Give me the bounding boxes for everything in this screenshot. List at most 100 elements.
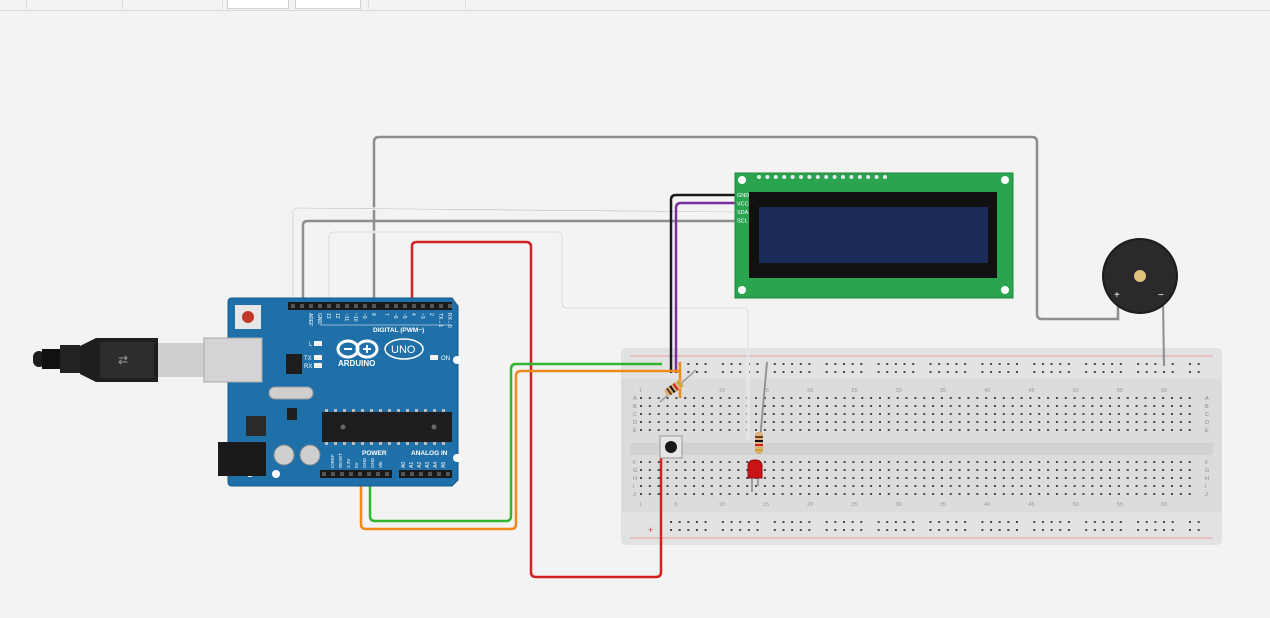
breadboard-hole[interactable] <box>887 397 890 399</box>
rail-hole[interactable] <box>834 521 837 523</box>
breadboard-hole[interactable] <box>1135 397 1138 399</box>
breadboard-hole[interactable] <box>755 485 758 487</box>
breadboard-hole[interactable] <box>1153 485 1156 487</box>
breadboard-hole[interactable] <box>808 421 811 423</box>
breadboard-hole[interactable] <box>719 397 722 399</box>
rail-hole[interactable] <box>1189 363 1191 365</box>
breadboard-hole[interactable] <box>905 405 908 407</box>
rail-hole[interactable] <box>782 363 785 365</box>
breadboard-hole[interactable] <box>940 413 943 415</box>
breadboard-hole[interactable] <box>1073 429 1076 431</box>
breadboard-hole[interactable] <box>1002 429 1005 431</box>
rail-hole[interactable] <box>1007 521 1010 523</box>
breadboard-hole[interactable] <box>861 421 864 423</box>
breadboard-hole[interactable] <box>763 461 766 463</box>
breadboard-hole[interactable] <box>1135 477 1138 479</box>
breadboard-hole[interactable] <box>967 429 970 431</box>
breadboard-hole[interactable] <box>1144 397 1147 399</box>
breadboard-hole[interactable] <box>949 413 952 415</box>
breadboard-hole[interactable] <box>932 421 935 423</box>
breadboard-hole[interactable] <box>852 469 855 471</box>
breadboard-hole[interactable] <box>923 477 926 479</box>
rail-hole[interactable] <box>834 363 837 365</box>
breadboard-hole[interactable] <box>940 477 943 479</box>
breadboard-hole[interactable] <box>852 461 855 463</box>
breadboard-hole[interactable] <box>684 469 687 471</box>
breadboard-hole[interactable] <box>1117 429 1120 431</box>
rail-hole[interactable] <box>955 363 958 365</box>
breadboard-hole[interactable] <box>1162 493 1165 495</box>
breadboard-hole[interactable] <box>1126 485 1129 487</box>
breadboard-hole[interactable] <box>666 461 669 463</box>
breadboard-hole[interactable] <box>878 413 881 415</box>
breadboard-hole[interactable] <box>648 405 651 407</box>
breadboard-hole[interactable] <box>799 405 802 407</box>
breadboard-hole[interactable] <box>1038 485 1041 487</box>
rail-hole[interactable] <box>1171 529 1174 531</box>
breadboard-hole[interactable] <box>1047 469 1050 471</box>
breadboard-hole[interactable] <box>1126 413 1129 415</box>
breadboard-hole[interactable] <box>896 485 899 487</box>
breadboard-hole[interactable] <box>1153 397 1156 399</box>
breadboard-hole[interactable] <box>861 493 864 495</box>
breadboard-hole[interactable] <box>737 477 740 479</box>
header-pin[interactable] <box>385 304 389 308</box>
breadboard-hole[interactable] <box>1100 461 1103 463</box>
rail-hole[interactable] <box>704 363 707 365</box>
rail-hole[interactable] <box>1050 529 1053 531</box>
rail-hole[interactable] <box>886 371 889 373</box>
rail-hole[interactable] <box>955 529 958 531</box>
breadboard-hole[interactable] <box>772 397 775 399</box>
breadboard-hole[interactable] <box>684 493 687 495</box>
breadboard-hole[interactable] <box>755 429 758 431</box>
wire-white-sda[interactable] <box>291 206 736 306</box>
breadboard-hole[interactable] <box>719 493 722 495</box>
rail-hole[interactable] <box>1163 521 1166 523</box>
rail-hole[interactable] <box>877 371 880 373</box>
breadboard-hole[interactable] <box>746 477 749 479</box>
breadboard-hole[interactable] <box>719 477 722 479</box>
header-pin[interactable] <box>412 304 416 308</box>
rail-hole[interactable] <box>782 371 785 373</box>
rail-hole[interactable] <box>903 529 906 531</box>
breadboard-hole[interactable] <box>781 485 784 487</box>
breadboard-hole[interactable] <box>1002 405 1005 407</box>
breadboard-hole[interactable] <box>1135 469 1138 471</box>
breadboard-hole[interactable] <box>728 477 731 479</box>
rail-hole[interactable] <box>1007 529 1010 531</box>
header-pin[interactable] <box>309 304 313 308</box>
wire-black-gnd[interactable] <box>669 193 735 373</box>
rail-hole[interactable] <box>1102 529 1105 531</box>
breadboard-hole[interactable] <box>675 461 678 463</box>
breadboard-hole[interactable] <box>1179 421 1182 423</box>
rail-hole[interactable] <box>825 529 828 531</box>
breadboard-hole[interactable] <box>887 413 890 415</box>
header-pin[interactable] <box>448 304 452 308</box>
breadboard-hole[interactable] <box>834 413 837 415</box>
breadboard-hole[interactable] <box>843 429 846 431</box>
rail-hole[interactable] <box>1059 529 1062 531</box>
breadboard-hole[interactable] <box>1179 405 1182 407</box>
rail-hole[interactable] <box>1145 521 1148 523</box>
rail-hole[interactable] <box>791 521 794 523</box>
breadboard-hole[interactable] <box>799 461 802 463</box>
breadboard-hole[interactable] <box>808 397 811 399</box>
breadboard-hole[interactable] <box>1038 477 1041 479</box>
rail-hole[interactable] <box>860 371 863 373</box>
breadboard-hole[interactable] <box>763 429 766 431</box>
breadboard-hole[interactable] <box>1029 421 1032 423</box>
rail-hole[interactable] <box>851 363 854 365</box>
rail-hole[interactable] <box>1041 521 1044 523</box>
breadboard-hole[interactable] <box>790 493 793 495</box>
breadboard-hole[interactable] <box>896 493 899 495</box>
rail-hole[interactable] <box>1033 529 1036 531</box>
breadboard-hole[interactable] <box>834 429 837 431</box>
breadboard-hole[interactable] <box>1038 397 1041 399</box>
rail-hole[interactable] <box>1016 529 1018 531</box>
breadboard-hole[interactable] <box>1091 485 1094 487</box>
breadboard-hole[interactable] <box>755 405 758 407</box>
breadboard-hole[interactable] <box>905 469 908 471</box>
breadboard-hole[interactable] <box>657 421 660 423</box>
breadboard-hole[interactable] <box>843 493 846 495</box>
breadboard-hole[interactable] <box>994 485 996 487</box>
